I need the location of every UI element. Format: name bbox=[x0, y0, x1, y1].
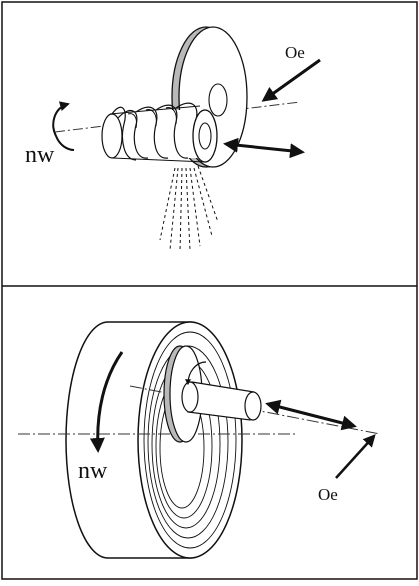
bottom-axis-label: Oe bbox=[318, 485, 338, 504]
worm-workpiece bbox=[101, 102, 218, 163]
bottom-rotation-arrow bbox=[89, 351, 124, 453]
top-rotation-label: nw bbox=[25, 142, 55, 168]
wheel-rotation-arrow bbox=[185, 361, 207, 386]
top-panel: Oe nw bbox=[25, 26, 321, 253]
drum-workpiece bbox=[65, 321, 243, 559]
bottom-feed-double-arrow bbox=[265, 399, 357, 431]
bottom-panel: Oe nw bbox=[18, 321, 381, 559]
top-axis-label: Oe bbox=[285, 43, 305, 62]
top-rotation-arrow bbox=[52, 101, 75, 151]
bottom-rotation-label: nw bbox=[78, 458, 108, 484]
bottom-oe-pointer-arrow bbox=[335, 434, 376, 479]
top-oe-pointer-arrow bbox=[261, 58, 321, 102]
top-axis-line bbox=[54, 101, 301, 133]
spark-spray bbox=[159, 165, 219, 253]
internal-grinding-wheel bbox=[163, 345, 262, 443]
top-feed-double-arrow bbox=[223, 137, 305, 159]
